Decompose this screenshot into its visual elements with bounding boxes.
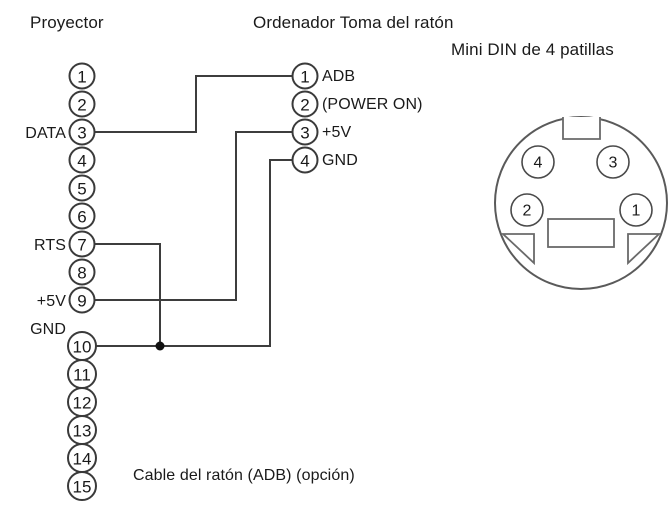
wire-rts-p7-to-gnd [92,243,161,347]
din-tab-lower-left [500,233,535,266]
svg-text:3: 3 [300,124,309,143]
projector-pin-column: 1 2 3 4 5 6 7 8 9 10 11 12 13 14 15 [67,62,97,501]
pin-12: 12 [67,387,97,417]
pin-15: 15 [67,471,97,501]
pin-5: 5 [68,174,96,202]
pin-3: 3 [68,118,96,146]
svg-text:7: 7 [77,236,86,255]
wire-5v-p9-to-c3 [92,131,295,301]
svg-text:11: 11 [73,366,91,385]
svg-text:2: 2 [523,203,532,220]
projector-signal-data: DATA [25,125,66,142]
pin-2: 2 [68,90,96,118]
svg-text:3: 3 [77,124,86,143]
computer-signal-adb: ADB [322,68,356,85]
pin-8: 8 [68,258,96,286]
computer-pin-4: 4 [291,146,319,174]
pin-13: 13 [67,415,97,445]
svg-text:10: 10 [73,338,92,357]
computer-pin-1: 1 [291,62,319,90]
pin-7: 7 [68,230,96,258]
projector-signal-rts: RTS [33,237,66,254]
projector-signal-5v: +5V [36,293,66,310]
wire-harness [92,75,295,351]
svg-text:14: 14 [73,450,92,469]
din-pin-3: 3 [596,145,630,179]
svg-text:4: 4 [300,152,309,171]
pin-9: 9 [68,286,96,314]
projector-signal-gnd: GND [30,321,66,338]
svg-text:1: 1 [300,68,309,87]
pin-4: 4 [68,146,96,174]
mini-din-heading: Mini DIN de 4 patillas [451,40,614,59]
computer-port-heading: Ordenador Toma del ratón [253,13,454,32]
mini-din-connector-drawing: 4 3 2 1 [494,116,668,290]
projector-heading: Proyector [30,13,104,32]
svg-text:5: 5 [77,180,86,199]
din-tab-lower-right [627,233,662,266]
svg-text:6: 6 [77,208,86,227]
svg-text:9: 9 [77,292,86,311]
wire-data-p3-to-c1 [92,75,295,133]
cable-caption: Cable del ratón (ADB) (opción) [133,467,355,484]
pin-10: 10 [67,331,97,361]
din-pin-1: 1 [619,193,653,227]
computer-signal-gnd: GND [322,152,358,169]
svg-text:4: 4 [77,152,86,171]
computer-pin-2: 2 [291,90,319,118]
svg-text:13: 13 [73,422,92,441]
din-pin-2: 2 [510,193,544,227]
svg-text:15: 15 [73,478,92,497]
svg-text:8: 8 [77,264,86,283]
computer-pin-column: 1 2 3 4 [291,62,319,174]
svg-text:2: 2 [300,96,309,115]
din-center-key [547,218,615,248]
svg-text:1: 1 [632,203,641,220]
din-pin-4: 4 [521,145,555,179]
junction-dot-rts-gnd [155,341,165,351]
svg-text:1: 1 [77,68,86,87]
wire-gnd-p10-to-c4 [92,159,295,347]
pin-6: 6 [68,202,96,230]
svg-text:12: 12 [73,394,92,413]
svg-text:3: 3 [609,155,618,172]
pin-11: 11 [67,359,97,389]
computer-signal-power-on: (POWER ON) [322,96,423,113]
pin-14: 14 [67,443,97,473]
pin-1: 1 [68,62,96,90]
svg-text:4: 4 [534,155,543,172]
computer-pin-3: 3 [291,118,319,146]
svg-text:2: 2 [77,96,86,115]
din-top-notch [562,117,601,140]
computer-signal-5v: +5V [322,124,352,141]
